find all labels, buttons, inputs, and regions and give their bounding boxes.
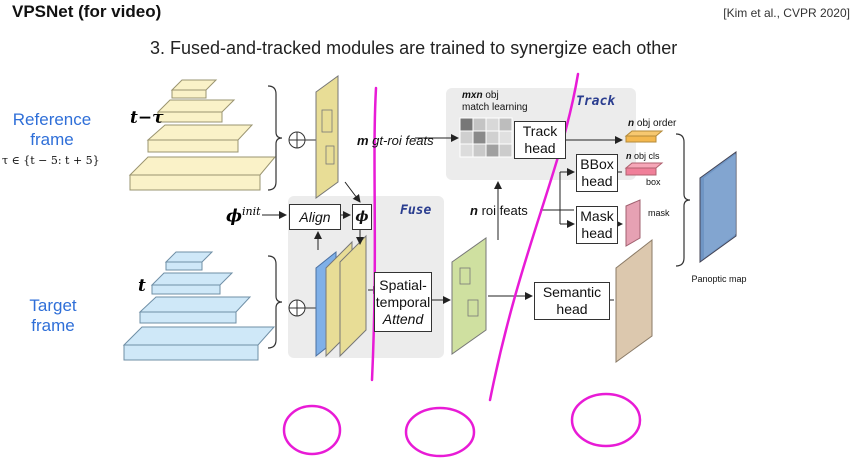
tau-range-label: τ ∈ {t − 5: t + 5}: [2, 154, 100, 167]
n-obj-order-label: n obj order: [628, 118, 677, 129]
target-roi-feature: [451, 237, 487, 355]
n-obj-cls-label: n obj cls: [626, 151, 660, 161]
divider-line-1: [370, 86, 378, 382]
track-label: Track: [576, 94, 616, 109]
target-frame-label: Target frame: [29, 296, 77, 335]
semantic-head-box: Semantic head: [534, 282, 610, 320]
spatial-temporal-attend-box: Spatial-temporal Attend: [374, 272, 432, 332]
mask-head-box: Mask head: [576, 206, 618, 244]
track-head-box: Track head: [514, 121, 566, 159]
panoptic-map-label: Panoptic map: [691, 274, 747, 284]
circle-1: [282, 404, 342, 456]
slide-title: VPSNet (for video): [12, 2, 162, 21]
n-roi-feats-label: n roi feats: [470, 203, 528, 218]
target-fused-features: [315, 234, 367, 358]
reference-fused-feature: [315, 75, 339, 199]
panoptic-map: [699, 151, 737, 263]
sum-operator-top: [288, 131, 306, 149]
slide-subtitle: 3. Fused-and-tracked modules are trained…: [150, 38, 678, 58]
phi-init-label: ϕinit: [226, 205, 261, 227]
target-feature-pyramid: [122, 251, 276, 361]
align-box: Align: [289, 204, 341, 230]
pen-annotations: [282, 72, 642, 458]
m-gt-roi-feats-label: m gt-roi feats: [357, 133, 434, 148]
circle-3: [570, 392, 642, 448]
reference-feature-pyramid: [128, 79, 277, 191]
t-minus-tau-label: t−τ: [130, 108, 164, 128]
box-label: box: [646, 177, 661, 187]
phi-box: ϕ: [352, 204, 372, 230]
match-matrix: [459, 117, 513, 158]
mask-label: mask: [648, 208, 670, 218]
citation: [Kim et al., CVPR 2020]: [723, 6, 850, 20]
circle-2: [404, 406, 476, 458]
match-learning-label: mxn obj match learning: [462, 90, 528, 113]
fuse-label: Fuse: [400, 203, 432, 218]
t-label: t: [138, 276, 146, 296]
sum-operator-bottom: [288, 299, 306, 317]
reference-frame-label: Reference frame: [12, 110, 92, 149]
bbox-head-box: BBox head: [576, 154, 618, 192]
divider-line-2: [488, 72, 580, 402]
